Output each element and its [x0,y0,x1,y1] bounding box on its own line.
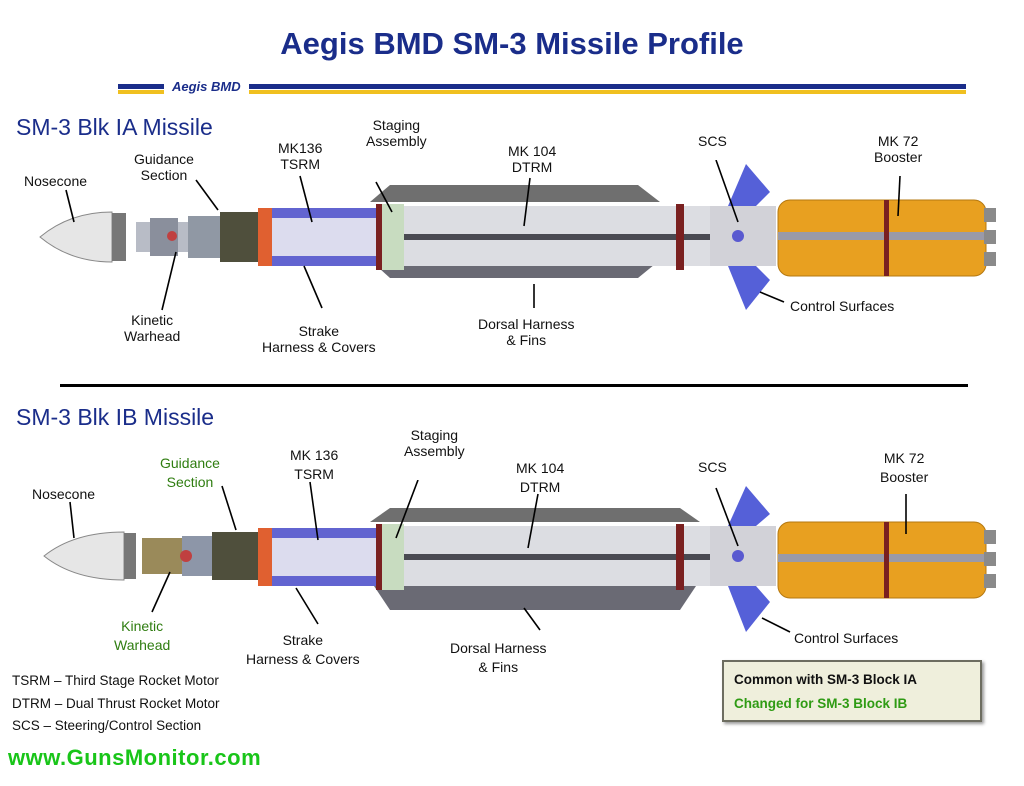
block-ib-nosecone [43,531,136,581]
block-ib-nosecone-label: Nosecone [32,486,96,502]
block-ib-scs [710,526,776,586]
block-ib-tsrm [258,528,376,586]
block-ia-guidance-section [188,212,258,262]
section-divider [60,384,968,387]
legend-common: Common with SM-3 Block IA [734,672,918,687]
legend-box: Common with SM-3 Block IA Changed for SM… [722,660,982,722]
block-ia-title: SM-3 Blk IA Missile [16,114,213,140]
block-ib-dorsal-fin [370,508,700,610]
header-band [118,84,966,95]
block-ia-scs-label: SCS [698,133,727,149]
block-ia-kinetic-warhead [136,218,188,256]
block-ib-leader-lines [69,480,907,633]
block-ia-dorsal-label: Dorsal Harness& Fins [478,316,575,348]
block-ib-scs-label: SCS [698,459,727,475]
legend-changed: Changed for SM-3 Block IB [734,696,908,711]
block-ib-guidance-section [212,532,258,580]
block-ia-nosecone-label: Nosecone [24,173,88,189]
block-ia-control-label: Control Surfaces [790,298,895,314]
block-ia-missile-diagram [39,160,996,311]
block-ia-booster [777,199,996,277]
block-ib-dorsal-label: Dorsal Harness& Fins [450,640,547,675]
block-ia-staging-ring [376,204,382,270]
footer-watermark: www.GunsMonitor.com [8,745,262,770]
block-ib-staging-ring [376,524,382,590]
block-ia-control-surfaces [728,164,770,310]
abbreviation-dtrm: DTRM – Dual Thrust Rocket Motor [12,696,220,711]
block-ia-staging-assembly [382,204,404,270]
block-ib-control-label: Control Surfaces [794,630,899,646]
abbreviation-scs: SCS – Steering/Control Section [12,718,202,733]
block-ia-tsrm [258,208,376,266]
block-ib-title: SM-3 Blk IB Missile [16,404,215,430]
block-ib-booster [777,521,996,599]
block-ia-nosecone [39,211,126,263]
page-title: Aegis BMD SM-3 Missile Profile [280,26,744,61]
block-ia-scs [710,206,776,266]
block-ib-kinetic-warhead [142,536,212,576]
block-ia-leader-lines [65,160,901,311]
header-band-label: Aegis BMD [164,79,249,94]
block-ib-staging-assembly [382,524,404,590]
block-ib-control-surfaces [728,486,770,632]
block-ib-missile-diagram [43,480,996,633]
abbreviation-tsrm: TSRM – Third Stage Rocket Motor [12,673,219,688]
